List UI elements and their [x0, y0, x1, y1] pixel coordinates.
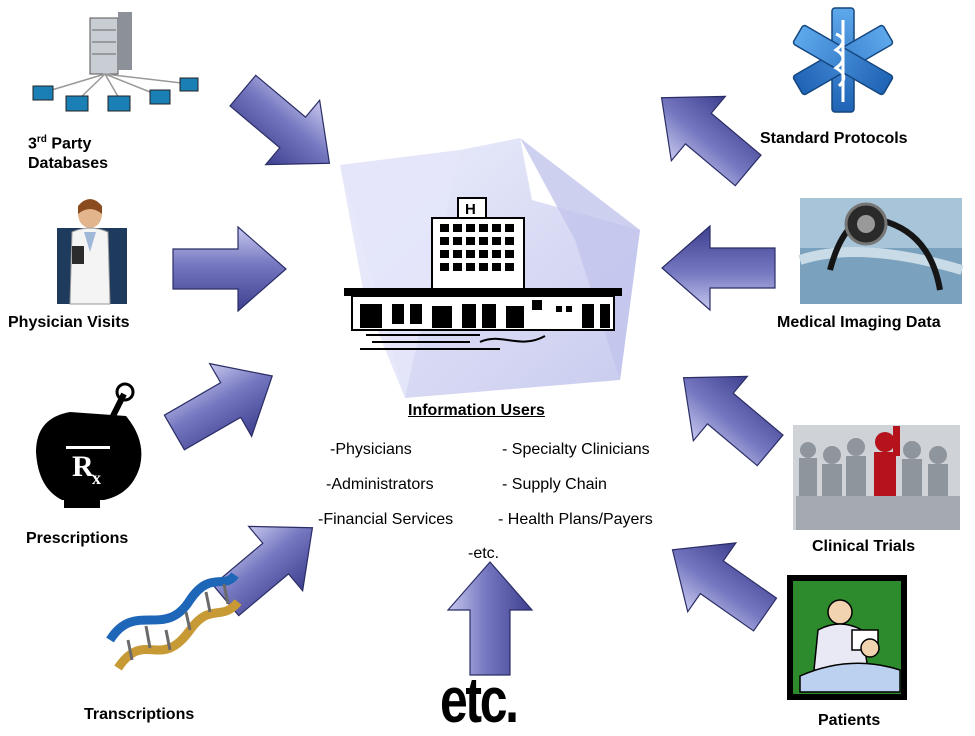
- arrow-from-physician-visits: [172, 226, 287, 312]
- arrow-from-clinical-trials: [655, 344, 798, 484]
- svg-text:x: x: [92, 468, 101, 488]
- information-users-title: Information Users: [408, 402, 545, 419]
- svg-text:H: H: [465, 201, 476, 218]
- prescriptions-label: Prescriptions: [26, 530, 129, 547]
- arrow-from-prescriptions: [152, 339, 294, 470]
- user-left-1: -Physicians: [330, 441, 412, 458]
- stethoscope-image-icon: [798, 198, 964, 304]
- transcriptions-label: Transcriptions: [84, 706, 195, 723]
- arrow-from-etc: [447, 561, 533, 676]
- hospital-building-icon: H: [344, 197, 622, 350]
- arrow-from-medical-imaging: [661, 225, 776, 311]
- user-left-3: -Financial Services: [318, 511, 454, 528]
- third-party-databases-label: 3rd Party Databases: [28, 134, 109, 173]
- user-left-2: -Administrators: [326, 476, 434, 493]
- svg-text:R: R: [72, 450, 94, 483]
- physician-visits-label: Physician Visits: [8, 314, 130, 331]
- medical-imaging-label: Medical Imaging Data: [777, 314, 941, 331]
- patients-label: Patients: [818, 712, 881, 729]
- user-etc: -etc.: [468, 545, 500, 562]
- physician-icon: [57, 199, 127, 305]
- user-right-1: - Specialty Clinicians: [502, 441, 650, 458]
- arrow-from-third-party: [215, 57, 358, 197]
- user-right-3: - Health Plans/Payers: [498, 511, 653, 528]
- dna-helix-icon: [106, 571, 242, 671]
- user-right-2: - Supply Chain: [502, 476, 607, 493]
- rx-mortar-icon: R x: [36, 382, 142, 508]
- star-of-life-icon: [792, 7, 894, 113]
- etc-large-label: etc.: [440, 664, 519, 736]
- clinical-trials-label: Clinical Trials: [812, 538, 916, 555]
- standard-protocols-label: Standard Protocols: [760, 130, 908, 147]
- doctor-patient-icon: [787, 575, 907, 700]
- arrow-from-standard-protocols: [633, 64, 776, 204]
- database-network-icon: [32, 12, 199, 112]
- arrow-from-patients: [647, 514, 790, 650]
- crowd-image-icon: [793, 425, 960, 530]
